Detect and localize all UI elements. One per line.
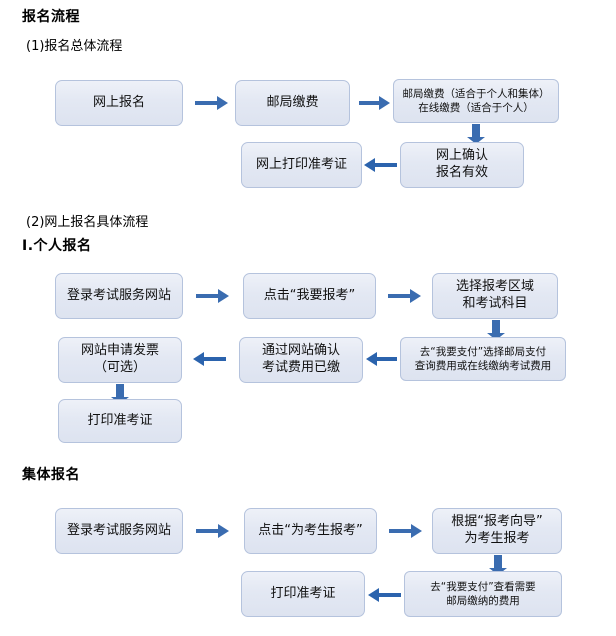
node-print-admission-ticket-individual[interactable]: 打印准考证 bbox=[58, 399, 182, 443]
node-label: 网站申请发票 （可选） bbox=[80, 343, 159, 375]
node-label: 网上打印准考证 bbox=[255, 156, 347, 172]
section-group-heading: 集体报名 bbox=[22, 467, 80, 483]
node-go-to-payment-group[interactable]: 去“我要支付”查看需要 邮局缴纳的费用 bbox=[404, 571, 562, 617]
arrow-left-icon bbox=[365, 350, 397, 368]
node-click-i-want-to-register[interactable]: 点击“我要报考” bbox=[243, 273, 376, 319]
node-login-exam-site-group[interactable]: 登录考试服务网站 bbox=[55, 508, 183, 554]
node-label: 邮局缴费 bbox=[266, 94, 319, 110]
node-online-confirm-valid[interactable]: 网上确认 报名有效 bbox=[400, 142, 524, 188]
section-individual-heading: Ⅰ.个人报名 bbox=[22, 238, 92, 254]
section-individual-subtitle: (2)网上报名具体流程 bbox=[26, 215, 149, 230]
arrow-left-icon bbox=[192, 350, 226, 368]
node-label: 点击“我要报考” bbox=[263, 287, 356, 303]
arrow-down-icon bbox=[487, 320, 505, 340]
node-label: 打印准考证 bbox=[87, 412, 153, 428]
section-overall-subtitle: (1)报名总体流程 bbox=[26, 39, 123, 54]
arrow-left-icon bbox=[363, 156, 397, 174]
node-label: 通过网站确认 考试费用已缴 bbox=[261, 343, 340, 375]
node-confirm-fee-paid[interactable]: 通过网站确认 考试费用已缴 bbox=[239, 337, 363, 383]
arrow-right-icon bbox=[195, 94, 229, 112]
node-label: 去“我要支付”选择邮局支付 查询费用或在线缴纳考试费用 bbox=[414, 345, 552, 372]
node-login-exam-site-individual[interactable]: 登录考试服务网站 bbox=[55, 273, 183, 319]
node-online-registration[interactable]: 网上报名 bbox=[55, 80, 183, 126]
node-label: 网上报名 bbox=[92, 94, 145, 110]
arrow-right-icon bbox=[359, 94, 391, 112]
node-use-registration-wizard[interactable]: 根据“报考向导” 为考生报考 bbox=[432, 508, 562, 554]
node-label: 点击“为考生报考” bbox=[258, 522, 363, 538]
node-go-to-payment-individual[interactable]: 去“我要支付”选择邮局支付 查询费用或在线缴纳考试费用 bbox=[400, 337, 566, 381]
node-print-admission-ticket-group[interactable]: 打印准考证 bbox=[241, 571, 365, 617]
node-label: 选择报考区域 和考试科目 bbox=[455, 279, 534, 311]
node-label: 去“我要支付”查看需要 邮局缴纳的费用 bbox=[430, 580, 536, 607]
arrow-left-icon bbox=[367, 586, 401, 604]
node-post-office-payment[interactable]: 邮局缴费 bbox=[235, 80, 350, 126]
page-title-main: 报名流程 bbox=[22, 9, 80, 25]
node-label: 网上确认 报名有效 bbox=[435, 148, 488, 180]
node-apply-invoice[interactable]: 网站申请发票 （可选） bbox=[58, 337, 182, 383]
arrow-down-icon bbox=[467, 124, 485, 144]
node-print-admission-ticket-online[interactable]: 网上打印准考证 bbox=[241, 142, 362, 188]
arrow-right-icon bbox=[196, 522, 230, 540]
arrow-down-icon bbox=[489, 555, 507, 575]
node-label: 根据“报考向导” 为考生报考 bbox=[451, 514, 543, 546]
node-select-region-subject[interactable]: 选择报考区域 和考试科目 bbox=[432, 273, 558, 319]
node-click-register-for-candidates[interactable]: 点击“为考生报考” bbox=[244, 508, 377, 554]
arrow-right-icon bbox=[388, 287, 422, 305]
arrow-right-icon bbox=[196, 287, 230, 305]
node-payment-options[interactable]: 邮局缴费（适合于个人和集体） 在线缴费（适合于个人） bbox=[393, 79, 559, 123]
node-label: 登录考试服务网站 bbox=[66, 522, 171, 538]
node-label: 打印准考证 bbox=[270, 585, 336, 601]
arrow-right-icon bbox=[389, 522, 423, 540]
node-label: 邮局缴费（适合于个人和集体） 在线缴费（适合于个人） bbox=[402, 87, 550, 114]
node-label: 登录考试服务网站 bbox=[66, 287, 171, 303]
